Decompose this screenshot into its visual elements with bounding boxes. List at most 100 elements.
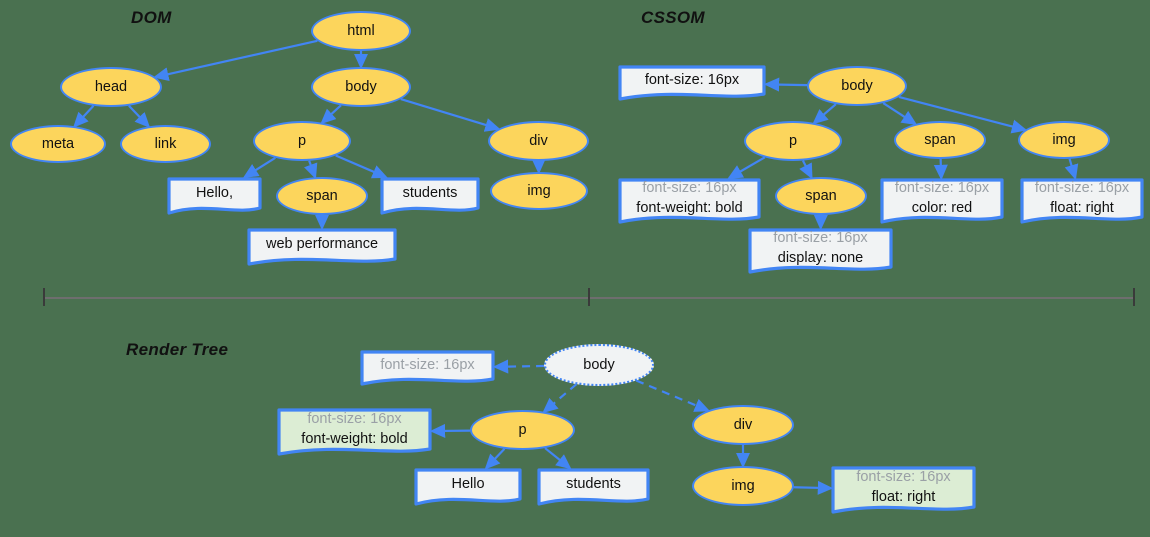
box-line-1: Hello bbox=[451, 475, 485, 492]
box-text: font-size: 16px bbox=[380, 356, 474, 376]
edge-dom-p-to-students bbox=[335, 154, 388, 179]
divider-tick-right bbox=[1133, 288, 1135, 306]
edge-dom-head-to-link bbox=[128, 104, 151, 128]
box-line-2: font-weight: bold bbox=[301, 430, 408, 447]
node-dom-link[interactable]: link bbox=[120, 125, 211, 163]
edge-render-r-p-to-r-hello bbox=[484, 448, 506, 470]
edge-cssom-c-span-to-c-b4 bbox=[933, 158, 948, 181]
node-label: img bbox=[527, 183, 551, 199]
box-cssom-c-b4[interactable]: font-size: 16px color: red bbox=[880, 178, 1004, 224]
node-label: img bbox=[731, 478, 755, 494]
edge-cssom-c-body-to-c-b1 bbox=[763, 77, 808, 92]
node-render-r-p[interactable]: p bbox=[470, 410, 575, 450]
edge-dom-body-to-p bbox=[320, 104, 342, 125]
box-cssom-c-b1[interactable]: font-size: 16px bbox=[618, 65, 766, 101]
edge-dom-head-to-meta bbox=[73, 105, 95, 128]
node-cssom-c-body[interactable]: body bbox=[807, 66, 907, 106]
box-text: students bbox=[403, 184, 458, 204]
node-render-r-body[interactable]: body bbox=[544, 344, 654, 386]
node-cssom-c-span2[interactable]: span bbox=[775, 177, 867, 215]
node-dom-div[interactable]: div bbox=[488, 121, 589, 161]
edge-dom-html-to-head bbox=[153, 39, 318, 82]
box-render-r-b3[interactable]: font-size: 16px float: right bbox=[831, 466, 976, 514]
box-text: font-size: 16px color: red bbox=[895, 179, 989, 218]
section-title-render-tree: Render Tree bbox=[126, 340, 229, 359]
node-dom-head[interactable]: head bbox=[60, 67, 162, 107]
box-cssom-c-b5[interactable]: font-size: 16px float: right bbox=[1020, 178, 1144, 224]
edge-render-r-p-to-r-students bbox=[544, 447, 572, 470]
box-line-2: float: right bbox=[1050, 199, 1114, 216]
node-cssom-c-img[interactable]: img bbox=[1018, 121, 1110, 159]
box-line-1: font-size: 16px bbox=[1034, 179, 1130, 196]
box-render-r-students[interactable]: students bbox=[537, 468, 650, 506]
node-render-r-div[interactable]: div bbox=[692, 405, 794, 445]
box-line-1: font-size: 16px bbox=[642, 179, 737, 196]
edge-cssom-c-p-to-c-b2 bbox=[727, 156, 766, 180]
edge-cssom-c-p-to-c-span2 bbox=[799, 160, 813, 180]
node-render-r-img[interactable]: img bbox=[692, 466, 794, 506]
edge-dom-p-to-hello bbox=[242, 156, 276, 179]
node-label: body bbox=[583, 357, 615, 373]
node-dom-p[interactable]: p bbox=[253, 121, 351, 161]
box-render-r-b2[interactable]: font-size: 16px font-weight: bold bbox=[277, 408, 432, 456]
edge-dom-body-to-div bbox=[400, 98, 501, 132]
node-dom-meta[interactable]: meta bbox=[10, 125, 106, 163]
box-line-2: display: none bbox=[777, 249, 864, 266]
node-label: p bbox=[518, 422, 527, 438]
node-label: span bbox=[306, 188, 338, 204]
box-text: font-size: 16px bbox=[645, 71, 739, 91]
edge-render-r-img-to-r-b3 bbox=[793, 480, 834, 495]
edge-render-r-body-to-r-b1 bbox=[492, 359, 545, 374]
box-line-1: font-size: 16px bbox=[380, 356, 475, 373]
box-line-2: font-weight: bold bbox=[636, 199, 743, 216]
box-render-r-b1[interactable]: font-size: 16px bbox=[360, 350, 495, 386]
box-dom-webperf[interactable]: web performance bbox=[247, 228, 397, 266]
node-dom-span[interactable]: span bbox=[276, 177, 368, 215]
edge-cssom-c-body-to-c-span bbox=[882, 102, 918, 126]
node-dom-html[interactable]: html bbox=[311, 11, 411, 51]
box-line-1: students bbox=[402, 184, 458, 201]
node-label: p bbox=[297, 133, 307, 149]
box-line-1: font-size: 16px bbox=[307, 410, 402, 427]
box-render-r-hello[interactable]: Hello bbox=[414, 468, 522, 506]
edge-cssom-c-img-to-c-b5 bbox=[1064, 158, 1079, 181]
box-line-2: color: red bbox=[911, 199, 973, 216]
section-title-dom: DOM bbox=[131, 8, 172, 27]
node-label: span bbox=[924, 132, 956, 148]
box-line-1: font-size: 16px bbox=[856, 468, 951, 485]
node-label: link bbox=[154, 136, 177, 152]
node-dom-body[interactable]: body bbox=[311, 67, 411, 107]
divider-tick-mid bbox=[588, 288, 590, 306]
edge-cssom-c-body-to-c-p bbox=[812, 103, 837, 125]
box-text: Hello, bbox=[196, 184, 233, 204]
node-label: meta bbox=[41, 136, 75, 152]
edge-render-r-body-to-r-div bbox=[635, 379, 711, 412]
box-text: font-size: 16px font-weight: bold bbox=[301, 410, 407, 449]
box-line-2: float: right bbox=[871, 488, 936, 505]
box-cssom-c-b2[interactable]: font-size: 16px font-weight: bold bbox=[618, 178, 761, 224]
box-line-1: Hello, bbox=[195, 184, 234, 201]
node-dom-img[interactable]: img bbox=[490, 172, 588, 210]
node-label: img bbox=[1052, 132, 1076, 148]
edge-dom-p-to-span bbox=[304, 160, 318, 180]
node-label: div bbox=[529, 133, 548, 149]
box-line-1: students bbox=[566, 475, 621, 492]
box-dom-students[interactable]: students bbox=[380, 177, 480, 215]
node-label: body bbox=[841, 78, 873, 94]
box-line-1: font-size: 16px bbox=[644, 71, 740, 88]
node-label: body bbox=[345, 79, 377, 95]
node-cssom-c-p[interactable]: p bbox=[744, 121, 842, 161]
box-text: font-size: 16px font-weight: bold bbox=[636, 179, 742, 218]
edge-render-r-body-to-r-p bbox=[542, 383, 578, 414]
box-text: Hello bbox=[451, 475, 484, 495]
box-dom-hello[interactable]: Hello, bbox=[167, 177, 262, 215]
node-cssom-c-span[interactable]: span bbox=[894, 121, 986, 159]
node-label: html bbox=[347, 23, 375, 39]
box-line-1: font-size: 16px bbox=[894, 179, 990, 196]
divider-tick-left bbox=[43, 288, 45, 306]
node-label: head bbox=[94, 79, 128, 95]
